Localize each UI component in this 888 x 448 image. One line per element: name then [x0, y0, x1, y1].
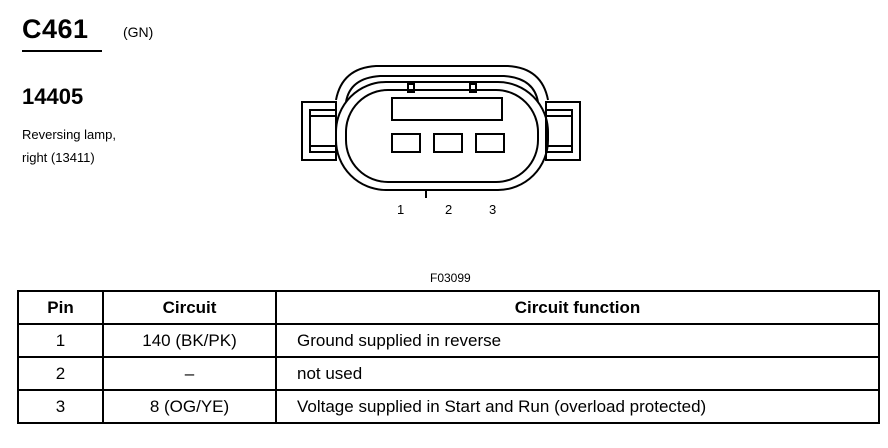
cell-function: Voltage supplied in Start and Run (overl…	[275, 389, 880, 424]
connector-outer-shell-inner	[345, 75, 539, 103]
pin-label-2: 2	[445, 202, 452, 217]
table-row: 2 – not used	[17, 356, 880, 391]
pin-cavity-2	[433, 133, 463, 153]
table-header-row: Pin Circuit Circuit function	[17, 290, 880, 325]
figure-code: F03099	[430, 271, 471, 285]
pinout-table: Pin Circuit Circuit function 1 140 (BK/P…	[17, 290, 880, 424]
connector-outer-shell	[335, 65, 549, 101]
part-number: 14405	[22, 84, 84, 109]
key-slot	[391, 97, 503, 121]
connector-face	[345, 89, 539, 183]
pin-label-3: 3	[489, 202, 496, 217]
pin-label-1: 1	[397, 202, 404, 217]
table-row: 3 8 (OG/YE) Voltage supplied in Start an…	[17, 389, 880, 424]
cell-pin: 1	[17, 323, 104, 358]
title-underline	[22, 50, 102, 52]
header-pin: Pin	[17, 290, 104, 325]
connector-color: (GN)	[123, 24, 154, 40]
component-description-line1: Reversing lamp,	[22, 127, 116, 142]
cell-circuit: 8 (OG/YE)	[102, 389, 277, 424]
connector-face-drawing: 1 2 3	[301, 65, 581, 217]
header-circuit: Circuit	[102, 290, 277, 325]
connector-body	[335, 81, 549, 191]
pin-cavity-3	[475, 133, 505, 153]
header-circuit-function: Circuit function	[275, 290, 880, 325]
component-description-line2: right (13411)	[22, 150, 95, 165]
cell-pin: 3	[17, 389, 104, 424]
table-row: 1 140 (BK/PK) Ground supplied in reverse	[17, 323, 880, 358]
pin-cavity-1	[391, 133, 421, 153]
right-latch-inner	[545, 109, 573, 153]
connector-id: C461	[22, 14, 89, 44]
cell-circuit: 140 (BK/PK)	[102, 323, 277, 358]
cell-function: not used	[275, 356, 880, 391]
cell-pin: 2	[17, 356, 104, 391]
cell-function: Ground supplied in reverse	[275, 323, 880, 358]
cell-circuit: –	[102, 356, 277, 391]
